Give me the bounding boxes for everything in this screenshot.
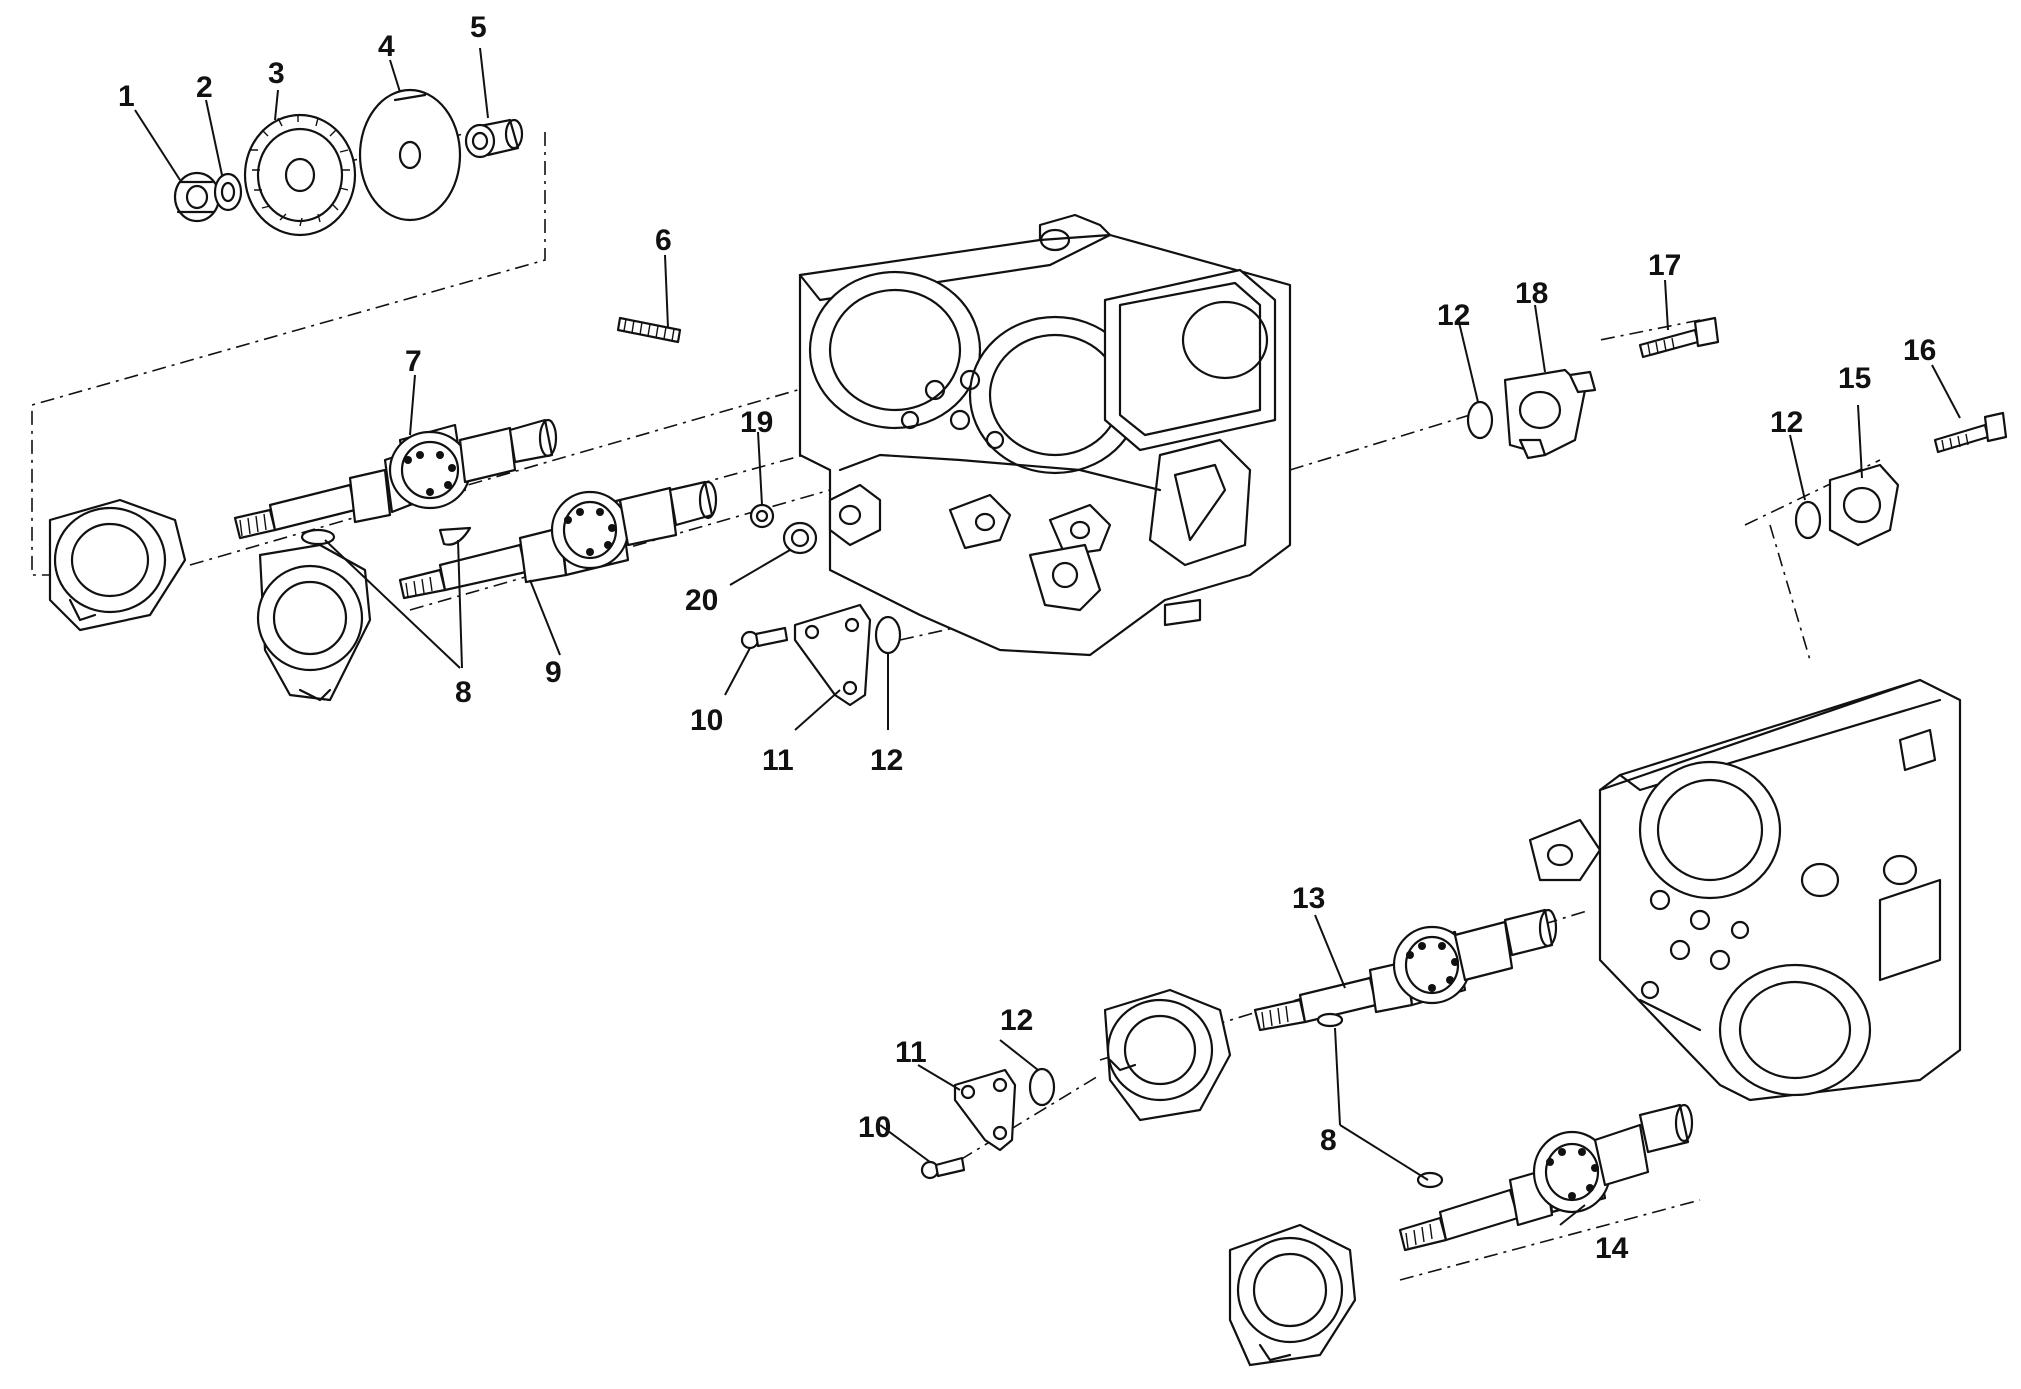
part-14-camshaft bbox=[1398, 1103, 1694, 1252]
part-12-oring-upper-b bbox=[1466, 400, 1494, 440]
part-1-nut bbox=[173, 171, 221, 223]
lower-cylinder-head bbox=[1528, 678, 1962, 1102]
callout-12-right: 12 bbox=[1770, 406, 1803, 439]
part-4-disc bbox=[358, 88, 462, 222]
callout-18: 18 bbox=[1515, 277, 1548, 310]
part-8-key-c bbox=[1316, 1012, 1344, 1028]
callout-4: 4 bbox=[378, 30, 395, 63]
callout-11-lower: 11 bbox=[895, 1036, 927, 1069]
part-17-bolt bbox=[1638, 316, 1720, 359]
part-18-housing bbox=[1503, 368, 1597, 460]
cam-seal-housing-lower-2 bbox=[1228, 1223, 1357, 1367]
callout-8-upper: 8 bbox=[455, 676, 472, 709]
upper-cylinder-head bbox=[798, 213, 1292, 657]
callout-labels: 1 2 3 4 5 6 7 8 9 10 11 12 12 12 12 13 1… bbox=[118, 11, 1936, 1265]
callout-16: 16 bbox=[1903, 334, 1936, 367]
part-12-oring-upper-a bbox=[874, 615, 902, 655]
leader-lines bbox=[134, 47, 1961, 1226]
callout-17: 17 bbox=[1648, 249, 1681, 282]
part-13-camshaft bbox=[1253, 908, 1558, 1032]
callout-12-upper-a: 12 bbox=[870, 744, 903, 777]
part-6-stud bbox=[616, 316, 682, 344]
callout-19: 19 bbox=[740, 406, 773, 439]
cam-seal-housing-upper-1 bbox=[48, 498, 187, 632]
callout-3: 3 bbox=[268, 57, 285, 90]
part-19-plug bbox=[749, 503, 775, 529]
part-5-bushing bbox=[464, 118, 524, 159]
part-16-bolt bbox=[1933, 411, 2008, 454]
part-20-seal bbox=[782, 521, 818, 555]
part-11-plate-upper bbox=[793, 603, 872, 707]
callout-5: 5 bbox=[470, 11, 487, 44]
callout-9: 9 bbox=[545, 656, 562, 689]
part-8-key-a bbox=[300, 528, 336, 546]
part-2-washer bbox=[213, 172, 243, 212]
callout-6: 6 bbox=[655, 224, 672, 257]
part-10-screw-upper bbox=[740, 626, 789, 650]
part-8-key-b bbox=[438, 526, 472, 546]
callout-2: 2 bbox=[196, 71, 213, 104]
callout-7: 7 bbox=[405, 345, 422, 378]
callout-1: 1 bbox=[118, 80, 135, 113]
part-11-plate-lower bbox=[953, 1068, 1017, 1152]
callout-11-upper: 11 bbox=[762, 744, 794, 777]
callout-10-upper: 10 bbox=[690, 704, 723, 737]
cam-seal-housing-lower-1 bbox=[1103, 988, 1232, 1122]
callout-20: 20 bbox=[685, 584, 718, 617]
part-9-camshaft bbox=[398, 480, 718, 600]
callout-12-upper-b: 12 bbox=[1437, 299, 1470, 332]
callout-8-lower: 8 bbox=[1320, 1124, 1337, 1157]
part-3-timing-gear bbox=[243, 113, 357, 237]
callout-10-lower: 10 bbox=[858, 1111, 891, 1144]
callout-14: 14 bbox=[1595, 1232, 1629, 1265]
callout-13: 13 bbox=[1292, 882, 1325, 915]
part-15-housing bbox=[1828, 463, 1900, 547]
part-7-camshaft bbox=[233, 418, 558, 540]
part-12-oring-right bbox=[1794, 500, 1822, 540]
callout-12-lower: 12 bbox=[1000, 1004, 1033, 1037]
cam-seal-housing-upper-2 bbox=[256, 543, 372, 702]
callout-15: 15 bbox=[1838, 362, 1871, 395]
part-12-oring-lower bbox=[1028, 1067, 1056, 1107]
